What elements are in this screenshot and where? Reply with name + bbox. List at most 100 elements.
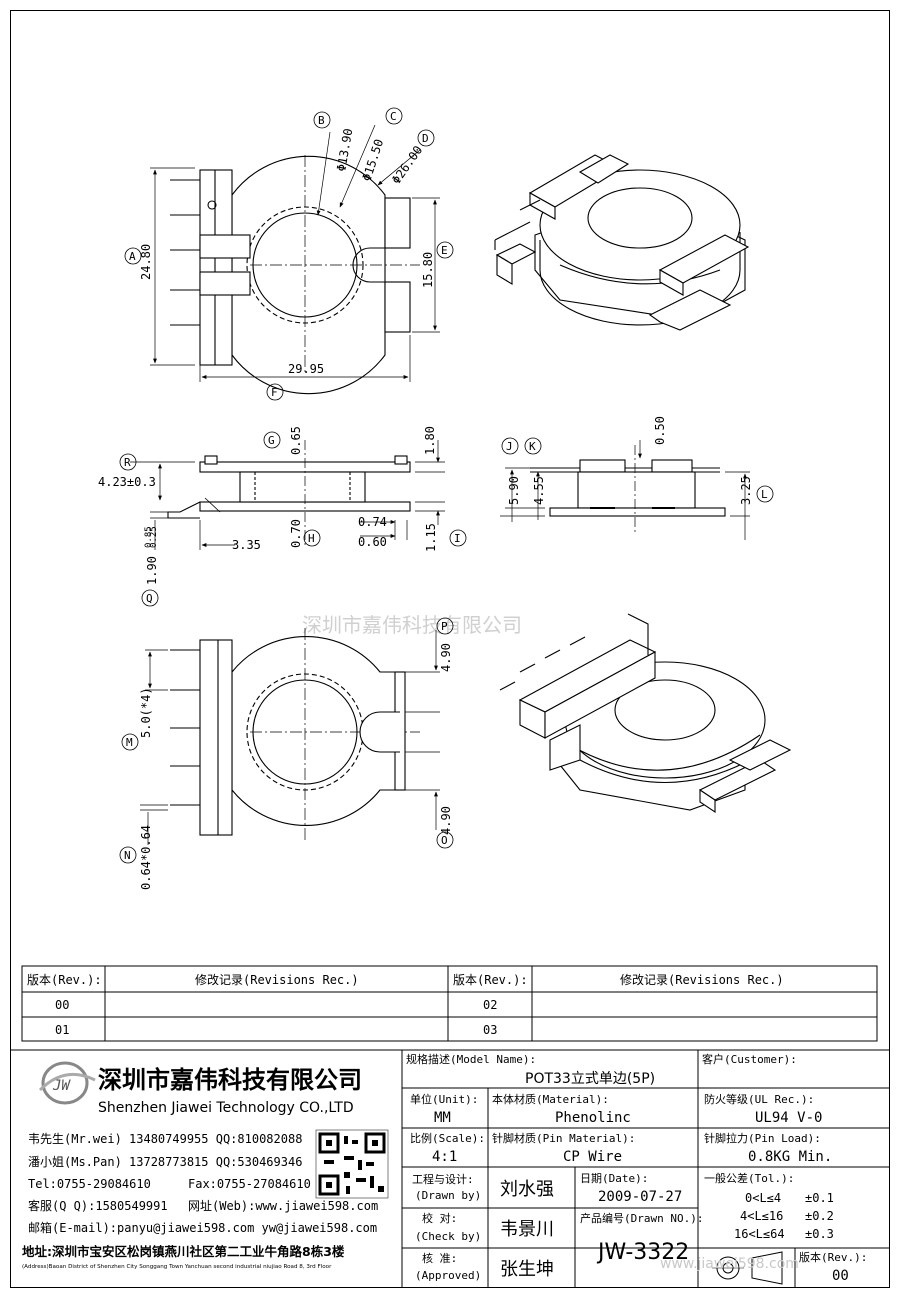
material-label: 本体材质(Material): [492, 1092, 609, 1106]
date-value: 2009-07-27 [598, 1189, 682, 1205]
dim-025: 0.25 [149, 526, 159, 548]
dim-r: 4.23±0.3 [98, 475, 156, 489]
letter-k: K [529, 440, 536, 453]
front-view [500, 437, 774, 540]
top-view [124, 107, 454, 401]
scale-value: 4:1 [432, 1149, 457, 1165]
revision-table [21, 965, 878, 1042]
check-label-en: (Check by) [415, 1230, 481, 1243]
dim-c: Φ15.50 [360, 137, 387, 183]
watermark-url: www.jiawei598.com [660, 1256, 799, 1272]
rev-value: 00 [832, 1268, 849, 1284]
tol-value-2: ±0.2 [805, 1209, 834, 1223]
letter-l: L [761, 488, 768, 501]
rev-03: 03 [483, 1023, 497, 1037]
letter-g: G [268, 434, 275, 447]
drawn-label-cn: 工程与设计: [412, 1173, 474, 1186]
logo-text: JW [52, 1078, 71, 1094]
rev-00: 00 [55, 998, 69, 1012]
date-label: 日期(Date): [580, 1172, 648, 1185]
load-label: 针脚拉力(Pin Load): [704, 1131, 821, 1145]
side-view [119, 431, 467, 607]
scale-label: 比例(Scale): [410, 1131, 485, 1145]
dim-o: 4.90 [439, 806, 453, 835]
tol-label: 一般公差(Tol.): [704, 1171, 794, 1185]
dim-g: 0.65 [289, 426, 303, 455]
load-value: 0.8KG Min. [748, 1149, 832, 1165]
dim-050: 0.50 [653, 416, 667, 445]
letter-i: I [454, 532, 461, 545]
rev-label: 版本(Rev.): [799, 1250, 867, 1264]
dim-l: 3.25 [739, 476, 753, 505]
rev-01: 01 [55, 1023, 69, 1037]
letter-n: N [124, 849, 131, 862]
projection-symbol-icon [712, 1251, 783, 1285]
approve-label-cn: 核 准: [422, 1251, 457, 1265]
letter-d: D [422, 132, 429, 145]
dim-n: 0.64*0.64 [139, 825, 153, 890]
contact-wei: 韦先生(Mr.wei) 13480749955 QQ:810082088 [28, 1132, 302, 1146]
contact-email: 邮箱(E-mail):panyu@jiawei598.com yw@jiawei… [28, 1220, 377, 1235]
unit-label: 单位(Unit): [410, 1092, 478, 1106]
rev-header-1: 版本(Rev.): [27, 973, 102, 987]
letter-q: Q [146, 592, 153, 605]
title-block-text: 规格描述(Model Name): POT33立式单边(5P) 客户(Custo… [406, 1052, 867, 1284]
dim-490-top: 4.90 [439, 643, 453, 672]
letter-b: B [318, 114, 325, 127]
dim-h: 0.70 [289, 519, 303, 548]
company-logo: JW [38, 1061, 96, 1105]
model-value: POT33立式单边(5P) [525, 1071, 655, 1087]
dim-d: Φ26.00 [389, 143, 425, 187]
contact-tel: Tel:0755-29084610 [28, 1177, 151, 1191]
dim-060: 0.60 [358, 535, 387, 549]
company-name-en: Shenzhen Jiawei Technology CO.,LTD [98, 1100, 354, 1116]
approve-value: 张生坤 [500, 1259, 554, 1280]
contact-info: 韦先生(Mr.wei) 13480749955 QQ:810082088 潘小姐… [22, 1132, 378, 1270]
letter-f: F [271, 386, 278, 399]
letter-e: E [441, 244, 448, 257]
letter-a: A [129, 250, 136, 263]
qr-code [315, 1129, 389, 1199]
address-en: (Address)Baoan District of Shenzhen City… [22, 1264, 332, 1270]
material-value: Phenolinc [555, 1110, 631, 1126]
dim-q: 1.90 [145, 556, 159, 585]
tol-value-3: ±0.3 [805, 1227, 834, 1241]
contact-web: 网址(Web):www.jiawei598.com [188, 1199, 378, 1213]
bottom-view [119, 617, 454, 864]
iso-view-bottom [499, 613, 792, 814]
dim-j: 5.90 [507, 476, 521, 505]
watermark-text: 深圳市嘉伟科技有限公司 [302, 613, 522, 637]
customer-label: 客户(Customer): [702, 1052, 797, 1066]
drawno-label: 产品编号(Drawn NO.): [580, 1211, 703, 1225]
letter-o: O [441, 834, 448, 847]
check-value: 韦景川 [500, 1219, 554, 1240]
letter-r: R [124, 456, 131, 469]
tol-value-1: ±0.1 [805, 1191, 834, 1205]
drawno-value: JW-3322 [596, 1240, 689, 1265]
side-view-labels: R G H I Q 4.23±0.3 0.65 0.70 1.15 1.80 3… [98, 426, 461, 605]
company-name-cn: 深圳市嘉伟科技有限公司 [98, 1066, 362, 1094]
tol-range-3: 16<L≤64 [734, 1227, 785, 1241]
tol-range-1: 0<L≤4 [745, 1191, 781, 1205]
dim-b: Φ13.90 [334, 127, 355, 172]
model-label: 规格描述(Model Name): [406, 1052, 536, 1066]
contact-qq: 客服(Q Q):1580549991 [28, 1198, 168, 1213]
pin-label: 针脚材质(Pin Material): [492, 1131, 635, 1145]
tol-range-2: 4<L≤16 [740, 1209, 783, 1223]
drawn-label-en: (Drawn by) [415, 1189, 481, 1202]
dim-a: 24.80 [139, 244, 153, 280]
rec-header-1: 修改记录(Revisions Rec.) [195, 972, 359, 987]
approve-label-en: (Approved) [415, 1269, 481, 1282]
pin-value: CP Wire [563, 1149, 622, 1165]
contact-fax: Fax:0755-27084610 [188, 1177, 311, 1191]
dim-f: 29.95 [288, 362, 324, 376]
rec-header-2: 修改记录(Revisions Rec.) [620, 972, 784, 987]
dim-i: 1.15 [424, 523, 438, 552]
unit-value: MM [434, 1110, 451, 1126]
dim-k: 4.55 [532, 476, 546, 505]
contact-pan: 潘小姐(Ms.Pan) 13728773815 QQ:530469346 [28, 1155, 302, 1169]
letter-c: C [390, 110, 397, 123]
title-block-lines [10, 1049, 890, 1288]
dim-e: 15.80 [421, 252, 435, 288]
